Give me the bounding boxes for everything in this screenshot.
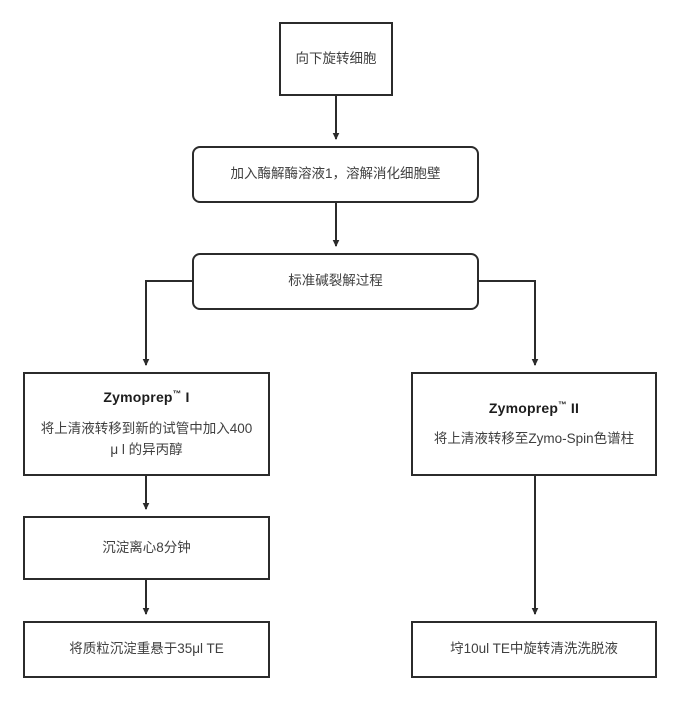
- node-alkaline-lysis-label: 标准碱裂解过程: [288, 273, 383, 289]
- node-precipitate-centrifuge[interactable]: 沉淀离心8分钟: [23, 516, 270, 580]
- node-zymoprep-one-title: Zymoprep™ I: [103, 387, 189, 409]
- node-zymoprep-two-title-text: Zymoprep: [488, 399, 559, 416]
- node-add-zymolyase[interactable]: 加入酶解酶溶液1，溶解消化细胞壁: [192, 146, 479, 203]
- trademark-icon: ™: [558, 399, 567, 410]
- node-zymoprep-one-label: 将上清液转移到新的试管中加入400 μ l 的异丙醇: [40, 420, 253, 457]
- node-zymoprep-two[interactable]: Zymoprep™ II 将上清液转移至Zymo-Spin色谱柱: [411, 372, 657, 476]
- node-spin-down-cells[interactable]: 向下旋转细胞: [279, 22, 393, 96]
- node-resuspend-te-35-label: 将质粒沉淀重悬于35μl TE: [69, 641, 224, 657]
- node-resuspend-te-35[interactable]: 将质粒沉淀重悬于35μl TE: [23, 621, 270, 678]
- node-spin-down-cells-label: 向下旋转细胞: [295, 50, 377, 66]
- node-zymoprep-two-label: 将上清液转移至Zymo-Spin色谱柱: [433, 431, 635, 447]
- node-zymoprep-one[interactable]: Zymoprep™ I 将上清液转移到新的试管中加入400 μ l 的异丙醇: [23, 372, 270, 476]
- node-zymoprep-one-title-text: Zymoprep: [103, 389, 173, 406]
- node-precipitate-centrifuge-label: 沉淀离心8分钟: [102, 539, 191, 555]
- connector-alkaline-lysis-to-zymoprep-one: [142, 280, 192, 367]
- node-alkaline-lysis[interactable]: 标准碱裂解过程: [192, 253, 479, 310]
- trademark-icon: ™: [172, 388, 182, 399]
- node-zymoprep-two-title: Zymoprep™ II: [489, 398, 579, 420]
- connector-alkaline-lysis-to-zymoprep-two: [479, 280, 539, 367]
- node-add-zymolyase-label: 加入酶解酶溶液1，溶解消化细胞壁: [230, 166, 441, 182]
- node-wash-elute-te-10-label: 垨10ul TE中旋转清洗洗脱液: [450, 641, 618, 657]
- node-zymoprep-two-title-suffix: II: [566, 399, 580, 416]
- node-zymoprep-one-title-suffix: I: [181, 389, 190, 406]
- node-wash-elute-te-10[interactable]: 垨10ul TE中旋转清洗洗脱液: [411, 621, 657, 678]
